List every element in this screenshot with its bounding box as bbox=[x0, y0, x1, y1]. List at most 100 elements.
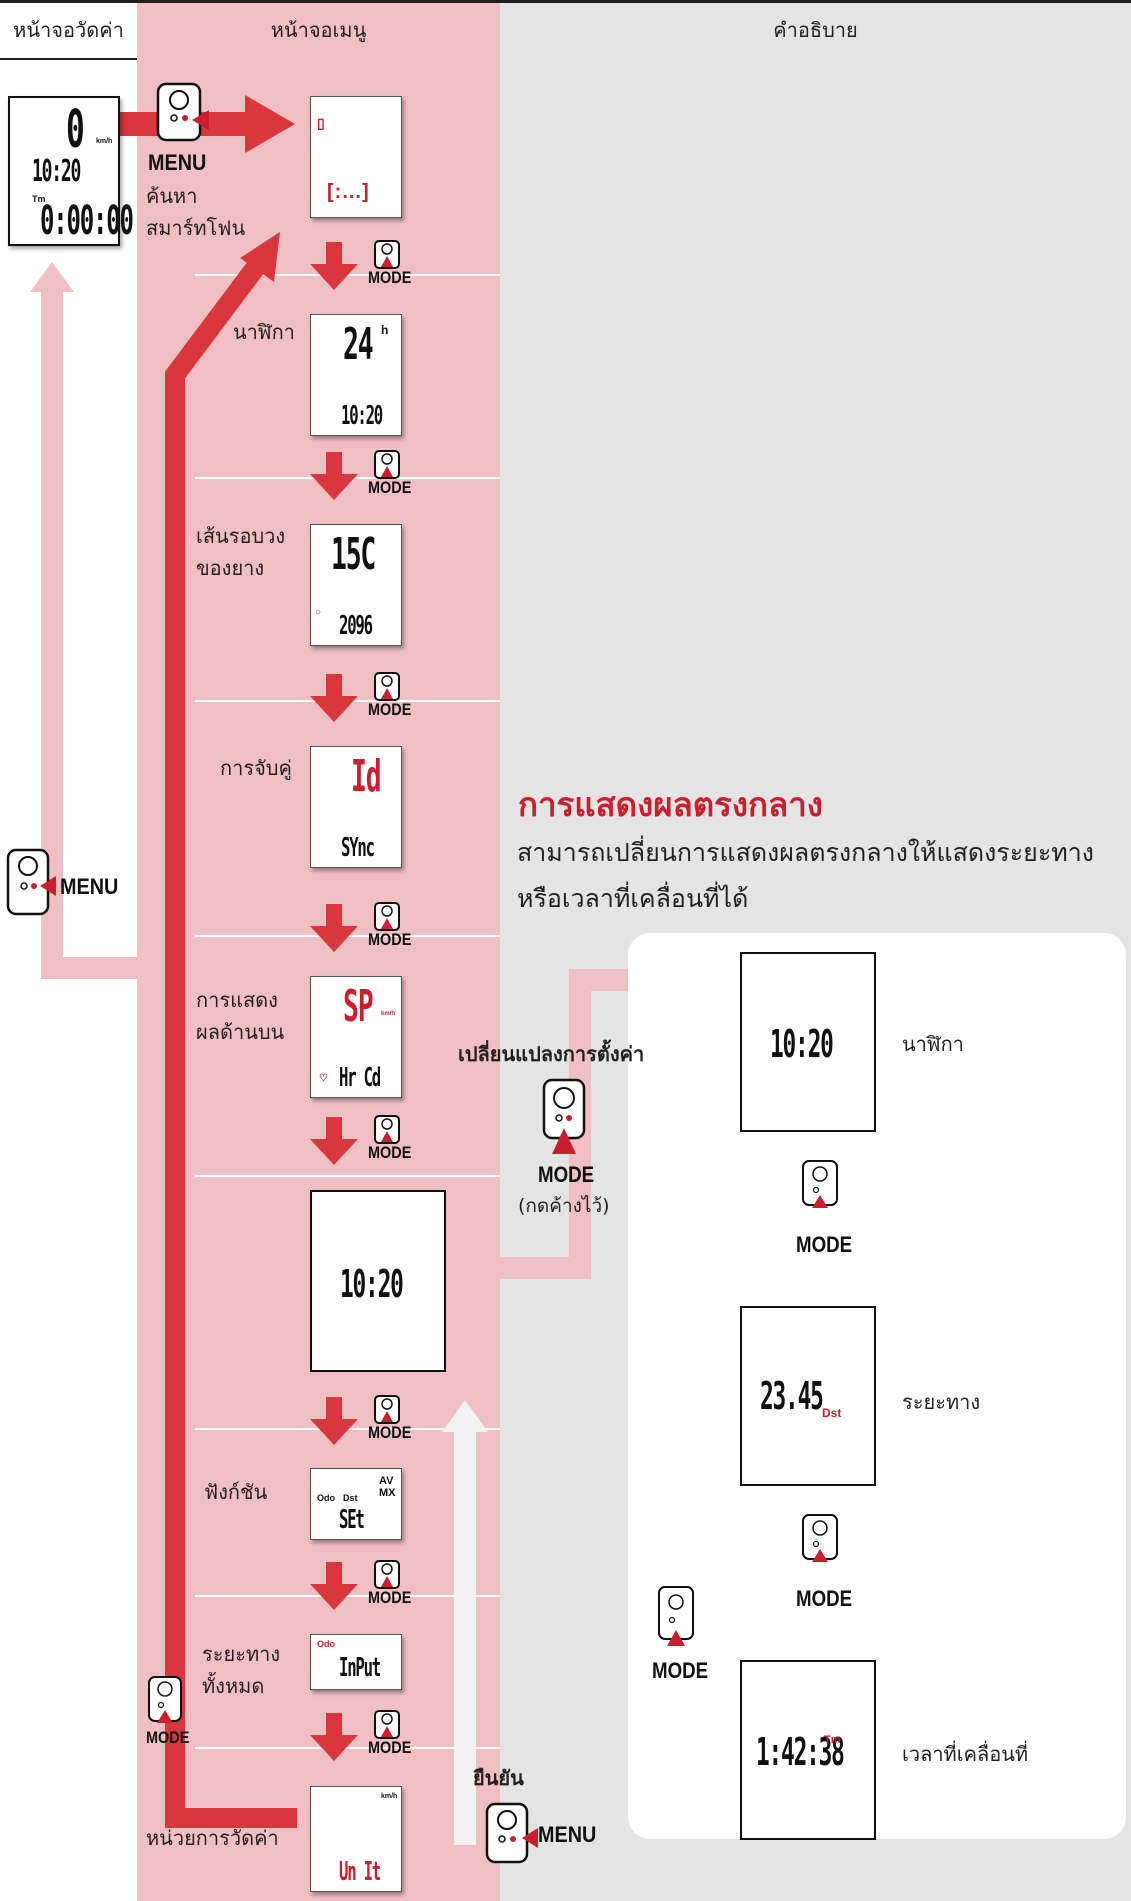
down-arrow-icon bbox=[310, 1562, 358, 1610]
label-pairing: การจับคู่ bbox=[220, 756, 292, 780]
heart-icon: ♡ bbox=[319, 1073, 328, 1084]
header-description: คำอธิบาย bbox=[773, 18, 858, 42]
device-button-icon bbox=[374, 240, 400, 269]
option-distance-screen: 23.45 Dst bbox=[740, 1306, 876, 1486]
options-panel bbox=[628, 933, 1126, 1839]
device-button-icon bbox=[374, 1560, 400, 1589]
option-moving-time-unit: Tm bbox=[824, 1734, 841, 1746]
odo-screen: Odo InPut bbox=[310, 1634, 402, 1690]
device-button-icon bbox=[658, 1586, 694, 1646]
mode-button[interactable]: MODE bbox=[368, 450, 411, 497]
mode-label: MODE bbox=[368, 1738, 412, 1757]
option-distance-label: ระยะทาง bbox=[902, 1390, 981, 1414]
mode-label: MODE bbox=[652, 1658, 709, 1683]
mode-button[interactable] bbox=[800, 1160, 842, 1220]
mode-label: MODE bbox=[368, 700, 412, 719]
unit-kmh-label: km/h bbox=[381, 1793, 398, 1800]
device-button-icon bbox=[485, 1802, 538, 1864]
down-arrow-icon bbox=[310, 242, 358, 290]
unit-screen: km/h Un It bbox=[310, 1786, 402, 1892]
unit-value: Un It bbox=[339, 1857, 381, 1887]
function-avmx-label: AV MX bbox=[379, 1475, 396, 1499]
phone-icon: ▯ bbox=[317, 115, 325, 131]
device-button-icon bbox=[6, 848, 56, 916]
device-button-icon bbox=[374, 450, 400, 479]
search-screen: ▯ [:...] bbox=[310, 96, 402, 218]
clock-format-value: 24 bbox=[343, 319, 374, 370]
device-button-icon bbox=[374, 902, 400, 931]
menu-button[interactable] bbox=[154, 82, 210, 148]
mode-label: MODE bbox=[368, 1143, 412, 1162]
label-confirm: ยืนยัน bbox=[473, 1766, 524, 1790]
device-button-icon bbox=[802, 1160, 838, 1208]
menu-label: MENU bbox=[148, 150, 207, 175]
device-button-icon bbox=[374, 1115, 400, 1144]
device-button-icon bbox=[542, 1078, 586, 1154]
device-button-icon bbox=[374, 1395, 400, 1424]
middle-display-screen: 10:20 bbox=[310, 1190, 446, 1372]
upper-display-bottom: Hr Cd bbox=[339, 1063, 381, 1093]
mode-label: MODE bbox=[368, 478, 412, 497]
device-button-icon bbox=[374, 1710, 400, 1739]
middle-display-value: 10:20 bbox=[340, 1262, 404, 1306]
mode-button[interactable]: MODE bbox=[368, 1115, 411, 1162]
mode-button[interactable]: MODE bbox=[368, 902, 411, 949]
menu-label: MENU bbox=[538, 1822, 597, 1847]
function-dst-label: Dst bbox=[343, 1493, 358, 1503]
odo-label: Odo bbox=[317, 1639, 335, 1649]
mode-button[interactable]: MODE bbox=[368, 1560, 411, 1607]
separator bbox=[195, 1175, 500, 1177]
option-moving-time-screen: 1:42:38 Tm bbox=[740, 1660, 876, 1840]
mode-button[interactable] bbox=[800, 1514, 842, 1574]
clock-value: 10:20 bbox=[32, 154, 81, 189]
speed-value: 0 bbox=[66, 100, 85, 160]
option-clock-label: นาฬิกา bbox=[902, 1032, 964, 1056]
label-tire: เส้นรอบวง ของยาง bbox=[196, 524, 286, 580]
mode-label: MODE bbox=[368, 930, 412, 949]
mode-button[interactable]: MODE bbox=[368, 1395, 411, 1442]
label-clock: นาฬิกา bbox=[233, 320, 295, 344]
mode-label: MODE bbox=[796, 1586, 853, 1611]
tire-circ-value: 2096 bbox=[339, 611, 373, 641]
mode-button[interactable]: MODE bbox=[368, 240, 411, 287]
pairing-screen: Id SYnc bbox=[310, 746, 402, 868]
label-change-setting: เปลี่ยนแปลงการตั้งค่า bbox=[458, 1042, 645, 1066]
section-description: สามารถเปลี่ยนการแสดงผลตรงกลางให้แสดงระยะ… bbox=[517, 838, 1094, 913]
header-bottom-rule bbox=[0, 58, 137, 60]
mode-button[interactable] bbox=[656, 1586, 698, 1660]
measure-screen: 0 km/h 10:20 Tm 0:00:00 bbox=[8, 96, 134, 246]
option-clock-screen: 10:20 bbox=[740, 952, 876, 1132]
menu-button[interactable] bbox=[6, 848, 56, 922]
function-set-value: SEt bbox=[339, 1505, 365, 1535]
option-clock-value: 10:20 bbox=[770, 1022, 834, 1066]
header-menu-screen: หน้าจอเมนู bbox=[270, 18, 367, 42]
label-upper-display: การแสดง ผลด้านบน bbox=[196, 988, 285, 1044]
timer-value: 0:00:00 bbox=[40, 198, 134, 244]
label-search-phone: ค้นหา สมาร์ทโฟน bbox=[146, 184, 246, 240]
section-title: การแสดงผลตรงกลาง bbox=[518, 785, 823, 824]
mode-hold-button[interactable] bbox=[540, 1078, 592, 1164]
mode-label: MODE bbox=[368, 1423, 412, 1442]
header-measure-screen: หน้าจอวัดค่า bbox=[13, 18, 124, 42]
function-screen: Odo Dst AV MX SEt bbox=[310, 1468, 402, 1540]
upper-display-screen: SP km/h ♡ Hr Cd bbox=[310, 976, 402, 1098]
dots-indicator: [:...] bbox=[327, 181, 370, 203]
option-distance-unit: Dst bbox=[822, 1406, 842, 1420]
option-distance-value: 23.45 bbox=[760, 1374, 824, 1418]
function-odo-label: Odo bbox=[317, 1493, 335, 1503]
mode-button[interactable]: MODE bbox=[368, 672, 411, 719]
separator bbox=[195, 1747, 500, 1749]
mode-button[interactable]: MODE bbox=[368, 1710, 411, 1757]
device-button-icon bbox=[156, 82, 209, 142]
down-arrow-icon bbox=[310, 1713, 358, 1761]
mode-button[interactable]: MODE bbox=[146, 1676, 189, 1747]
menu-button[interactable] bbox=[484, 1802, 538, 1870]
device-button-icon bbox=[148, 1676, 182, 1723]
option-moving-time-label: เวลาที่เคลื่อนที่ bbox=[902, 1742, 1029, 1766]
down-arrow-icon bbox=[310, 1397, 358, 1445]
mode-label: MODE bbox=[368, 1588, 412, 1607]
tire-size-value: 15C bbox=[331, 529, 376, 580]
clock-time-value: 10:20 bbox=[341, 401, 383, 431]
label-unit: หน่วยการวัดค่า bbox=[146, 1826, 279, 1850]
down-arrow-icon bbox=[310, 452, 358, 500]
